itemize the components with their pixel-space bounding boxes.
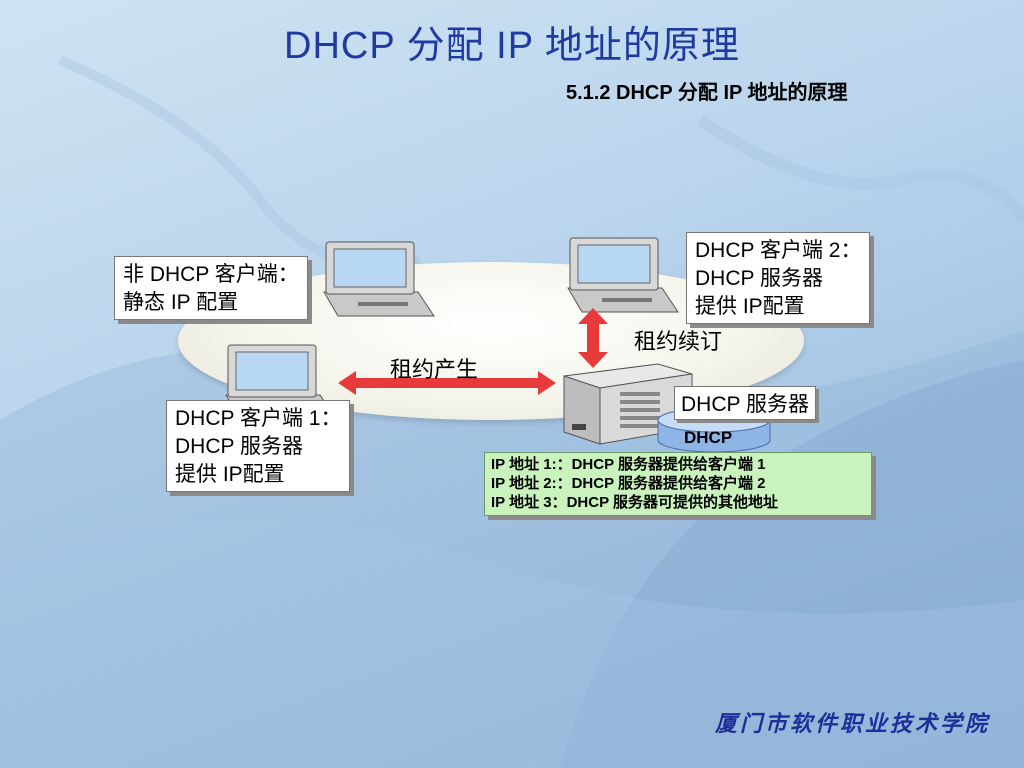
school-footer: 厦门市软件职业技术学院: [714, 711, 990, 737]
page-title: DHCP 分配 IP 地址的原理: [284, 25, 740, 67]
database-label: DHCP: [684, 428, 733, 447]
lease-create-arrow: [338, 371, 556, 395]
address-pool: IP 地址 1:：DHCP 服务器提供给客户端 1 IP 地址 2:：DHCP …: [484, 452, 872, 516]
client1-label: DHCP 客户端 1： DHCP 服务器 提供 IP配置: [166, 400, 351, 492]
address-row: IP 地址 1:：DHCP 服务器提供给客户端 1: [491, 456, 766, 473]
computer-icon-static: [323, 241, 435, 317]
client2-label: DHCP 客户端 2： DHCP 服务器 提供 IP配置: [686, 232, 871, 324]
section-heading: 5.1.2 DHCP 分配 IP 地址的原理: [566, 82, 848, 104]
static-client-label: 非 DHCP 客户端： 静态 IP 配置: [114, 256, 308, 320]
server-label: DHCP 服务器: [674, 386, 816, 420]
lease-renew-label: 租约续订: [634, 329, 723, 354]
lease-renew-arrow: [578, 308, 608, 368]
lease-create-label: 租约产生: [390, 357, 479, 382]
address-row: IP 地址 3：DHCP 服务器可提供的其他地址: [491, 494, 778, 511]
address-row: IP 地址 2:：DHCP 服务器提供给客户端 2: [491, 475, 766, 492]
computer-icon-client2: [567, 237, 679, 313]
